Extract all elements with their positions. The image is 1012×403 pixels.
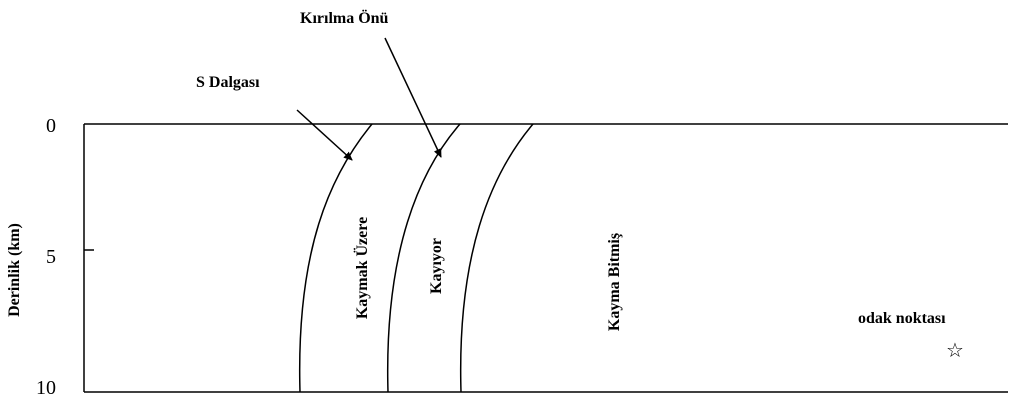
region-about-to-slip-label: Kaymak Üzere (354, 216, 371, 320)
s-wave-arrow (296, 109, 353, 161)
focus-label: odak noktası (858, 310, 946, 327)
star-outline-icon: ☆ (946, 338, 964, 362)
tick-label-5: 5 (46, 246, 56, 268)
s-wave-front-curve (298, 123, 373, 393)
rupture-front-curve (386, 123, 461, 393)
s-wave-label: S Dalgası (196, 74, 260, 91)
tick-label-0: 0 (46, 115, 56, 137)
rupture-front-arrow (384, 37, 442, 158)
tick-label-10: 10 (36, 377, 56, 399)
region-slipping-label: Kayıyor (428, 238, 445, 294)
slip-end-curve (459, 123, 534, 393)
depth-axis-title: Derinlik (km) (6, 223, 23, 317)
rupture-front-label: Kırılma Önü (300, 10, 389, 27)
region-slip-finished-label: Kayma Bitmiş (606, 232, 623, 332)
